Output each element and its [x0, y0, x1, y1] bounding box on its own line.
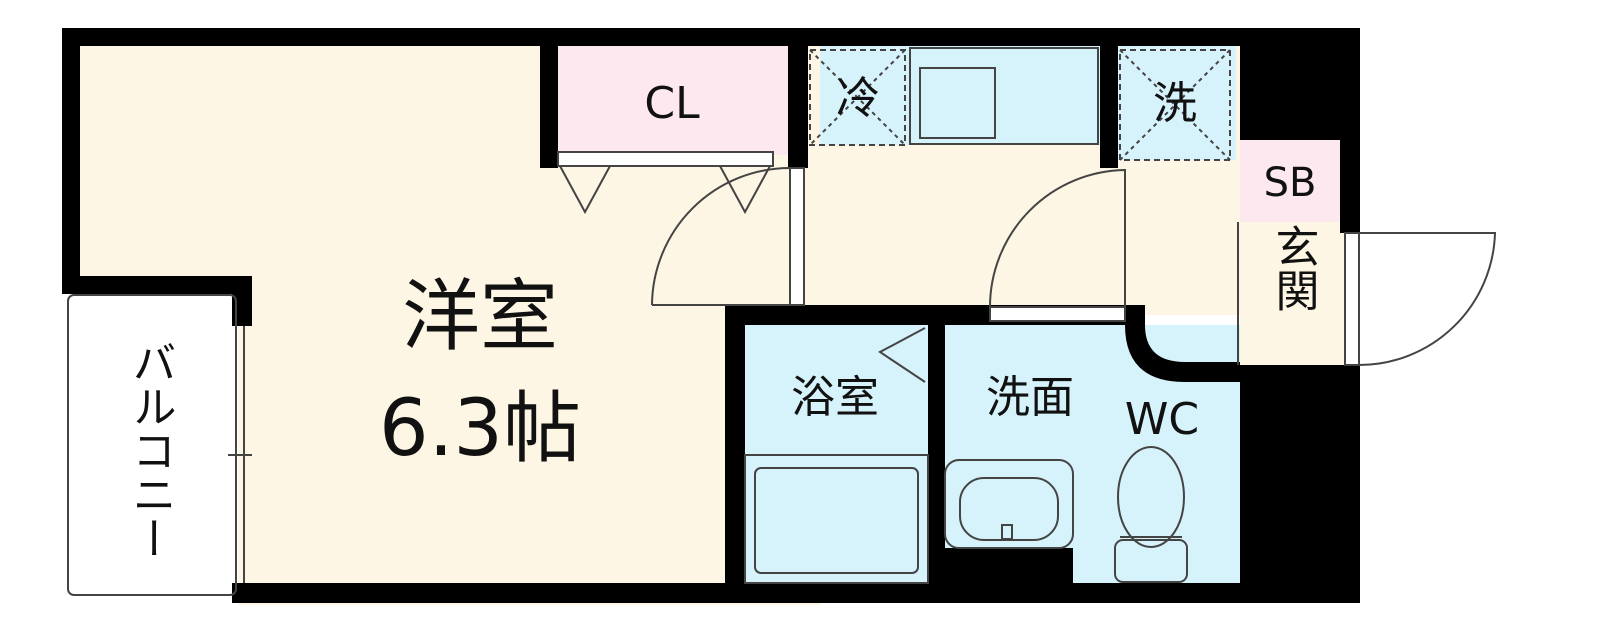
fridge-box: [809, 49, 906, 146]
closet-doors: [557, 151, 774, 215]
doors: [651, 166, 1497, 367]
floor-fills: [68, 45, 1350, 605]
washroom-label: 洗面: [986, 372, 1074, 423]
closet-fold-right: [719, 165, 771, 215]
closet-door-rail: [557, 151, 774, 167]
entrance-door-jamb: [1344, 232, 1360, 366]
wall-bath-left: [725, 305, 745, 603]
wall-bath-washroom: [928, 325, 945, 583]
closet-fold-left: [559, 165, 611, 215]
fridge-cross-2: [809, 49, 906, 146]
balcony-label: バルコニー: [125, 340, 176, 560]
washer-box: [1119, 49, 1231, 161]
washroom-door-swing: [989, 168, 1126, 308]
wall-right-lower: [1240, 365, 1360, 603]
toilet-bowl: [1117, 446, 1185, 548]
wall-closet-right: [788, 28, 808, 168]
wall-top-left: [62, 28, 1360, 46]
shoe-box-floor: [1240, 140, 1340, 222]
balcony-outline: [67, 294, 252, 596]
washer-label: 洗: [1153, 78, 1197, 129]
wall-entrance-corner: [1125, 305, 1240, 382]
wall-kitchen-washer: [1100, 28, 1118, 168]
closet-label: CL: [644, 78, 700, 129]
balcony-floor: [68, 295, 238, 605]
bathroom-label: 浴室: [791, 372, 879, 423]
washroom-door-jamb: [989, 306, 1126, 322]
toilet-tank: [1114, 539, 1188, 583]
bathtub-outer: [744, 454, 929, 584]
western-room-size: 6.3帖: [379, 384, 581, 474]
entrance-label: 玄関: [1268, 224, 1319, 312]
washbasin-outer: [944, 459, 1074, 549]
closet-floor: [558, 45, 788, 155]
fridge-label: 冷: [836, 73, 880, 124]
bathtub-inner: [754, 467, 919, 574]
kitchen-counter-edge: [909, 47, 1099, 145]
wall-balcony-top: [62, 276, 252, 294]
bath-door-fold: [878, 327, 926, 383]
room-labels: 洋室 6.3帖 CL 冷 洗 SB 玄関 浴室 洗面 WC バルコニー: [125, 73, 1319, 560]
kitchen-sink: [919, 67, 996, 139]
western-room-label: 洋室: [402, 272, 558, 362]
kitchen-door-jamb: [789, 167, 805, 306]
wall-closet-bottom: [540, 150, 558, 168]
wall-right-side: [1340, 28, 1360, 233]
wall-washroom-bottom-block: [945, 548, 1073, 583]
wall-closet-left: [540, 28, 558, 168]
wall-bottom: [232, 583, 1360, 603]
wall-left: [62, 28, 80, 294]
entrance-door-swing: [1358, 232, 1497, 367]
western-door-swing: [651, 166, 791, 306]
walls: [62, 28, 1360, 603]
fixtures: [744, 47, 1231, 584]
toilet-label: WC: [1125, 394, 1199, 445]
washer-cross-2: [1119, 49, 1231, 161]
washer-cross-1: [1119, 49, 1231, 161]
washbasin-drain: [1001, 524, 1013, 540]
shoe-box-label: SB: [1264, 160, 1317, 206]
kitchen-counter: [820, 45, 1100, 145]
